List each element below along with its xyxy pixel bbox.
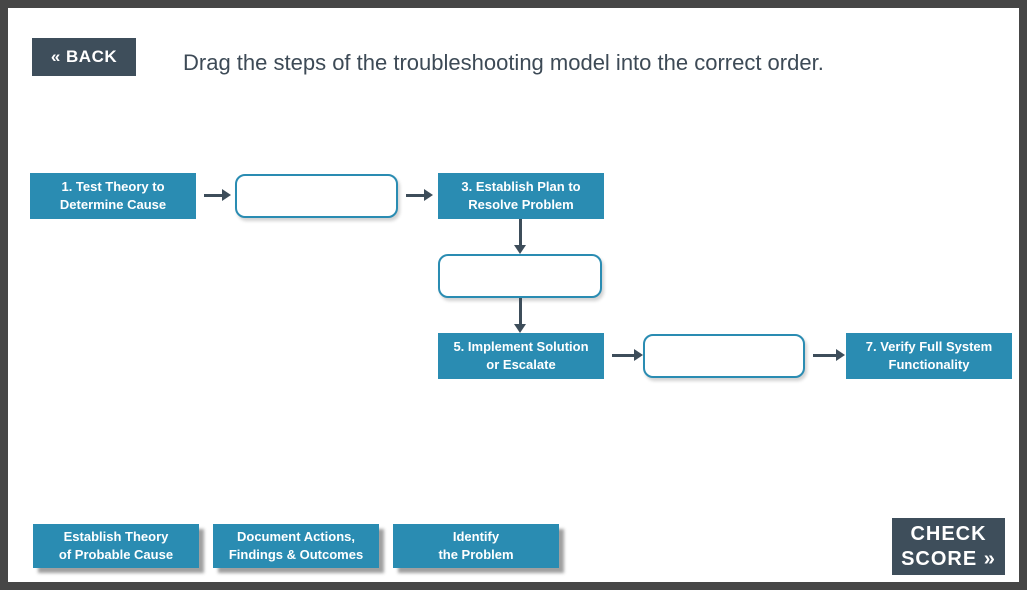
drag-item-document-actions[interactable]: Document Actions, Findings & Outcomes — [213, 524, 379, 568]
arrow-right-icon-1 — [204, 189, 231, 201]
arrow-right-icon-4 — [813, 349, 845, 361]
arrow-down-icon-2 — [514, 298, 526, 333]
flow-step-1: 1. Test Theory to Determine Cause — [30, 173, 196, 219]
arrow-down-icon-1 — [514, 219, 526, 254]
flow-step-7: 7. Verify Full System Functionality — [846, 333, 1012, 379]
back-button[interactable]: « BACK — [32, 38, 136, 76]
arrow-right-icon-2 — [406, 189, 433, 201]
page-title: Drag the steps of the troubleshooting mo… — [183, 50, 824, 75]
drop-slot-step-2[interactable] — [235, 174, 398, 218]
drop-slot-step-6[interactable] — [643, 334, 805, 378]
check-score-button[interactable]: CHECK SCORE » — [892, 518, 1005, 575]
arrow-right-icon-3 — [612, 349, 643, 361]
drag-item-identify-problem[interactable]: Identify the Problem — [393, 524, 559, 568]
flow-step-3: 3. Establish Plan to Resolve Problem — [438, 173, 604, 219]
drag-item-establish-theory[interactable]: Establish Theory of Probable Cause — [33, 524, 199, 568]
drop-slot-step-4[interactable] — [438, 254, 602, 298]
flow-step-5: 5. Implement Solution or Escalate — [438, 333, 604, 379]
